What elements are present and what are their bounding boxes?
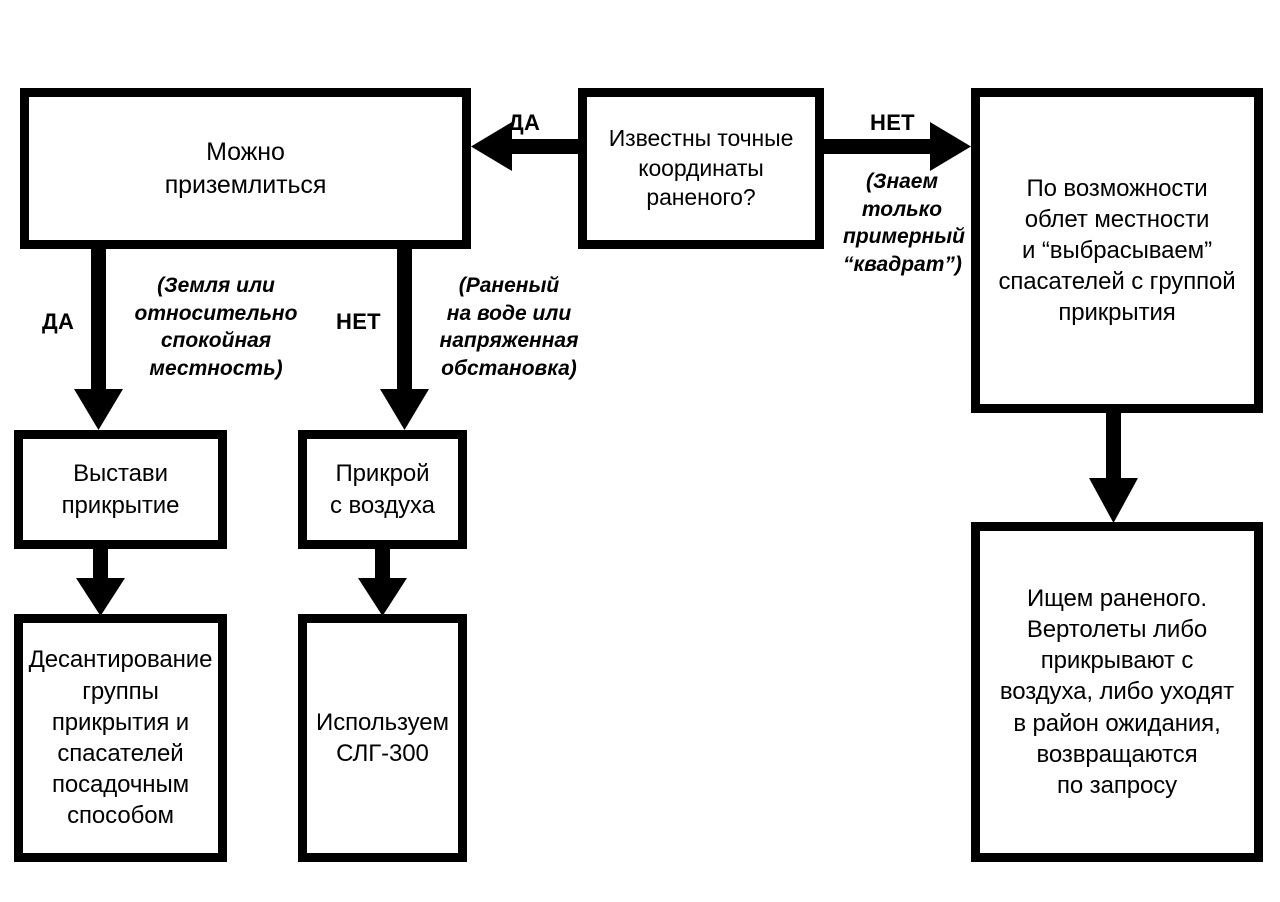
node-cover-from-air[interactable]: Прикрой с воздуха [298, 430, 467, 549]
node-question-coordinates-known[interactable]: Известны точные координаты раненого? [578, 88, 824, 249]
edge-can-land-to-set-cover [74, 249, 123, 430]
note-ground-or-calm-terrain: (Земля или относительно спокойная местно… [134, 274, 298, 381]
node-use-slg-300[interactable]: Используем СЛГ-300 [298, 614, 467, 862]
edge-label-yes-to-can-land: ДА [508, 110, 541, 135]
node-overfly-and-drop-rescuers[interactable]: По возможности облет местности и “выбрас… [971, 88, 1263, 413]
edge-overfly-to-search [1089, 413, 1138, 523]
edge-set-cover-to-landing-drop [76, 549, 125, 616]
edge-can-land-to-cover-air [380, 249, 429, 430]
note-wounded-on-water: (Раненый на воде или напряженная обстано… [439, 274, 579, 381]
node-set-cover[interactable]: Выстави прикрытие [14, 430, 227, 549]
node-landing-method-drop[interactable]: Десантирование группы прикрытия и спасат… [14, 614, 227, 862]
edge-label-no-to-cover-air: НЕТ [336, 309, 381, 334]
edge-label-no-to-overfly: НЕТ [870, 110, 915, 135]
note-approximate-square: (Знаем только примерный “квадрат”) [843, 170, 965, 277]
edge-label-yes-to-set-cover: ДА [42, 309, 75, 334]
node-can-land[interactable]: Можно приземлиться [20, 88, 471, 249]
node-search-for-wounded[interactable]: Ищем раненого. Вертолеты либо прикрывают… [971, 522, 1263, 862]
edge-cover-air-to-slg300 [358, 549, 407, 616]
